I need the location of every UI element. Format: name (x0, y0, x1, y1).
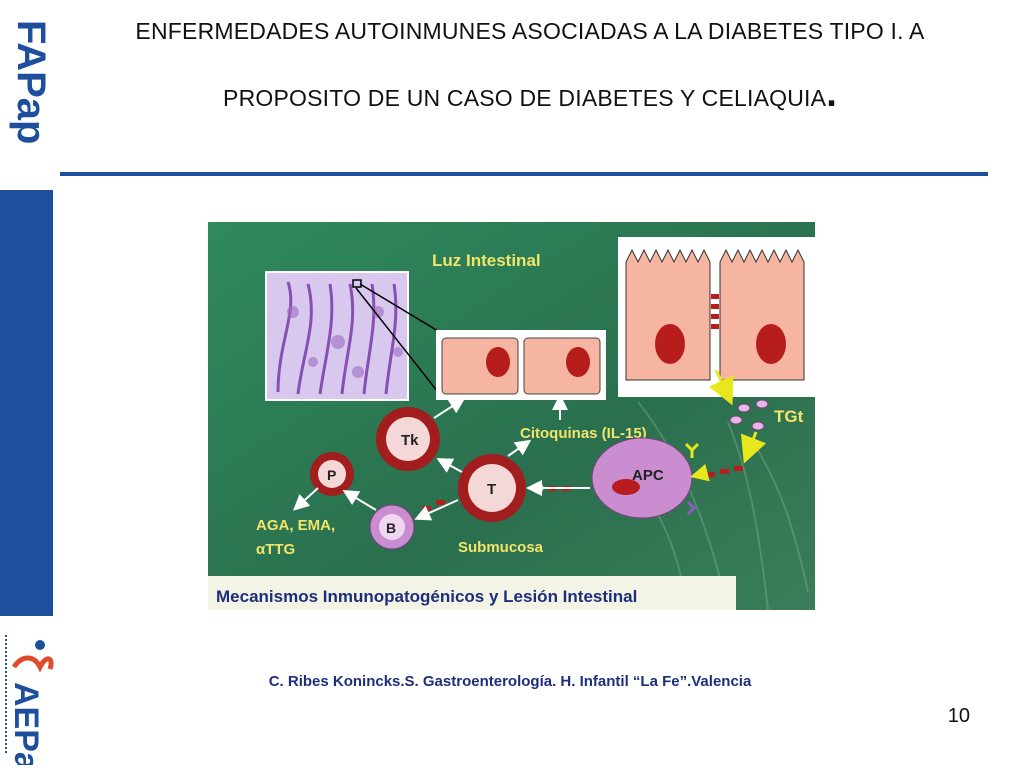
label-antibodies-1: AGA, EMA, (256, 517, 335, 534)
aepap-logo-text: AEPap (7, 682, 45, 765)
cell-tk-label: Tk (401, 432, 419, 449)
sidebar: FAPap AEPap (0, 0, 55, 768)
zoomed-epithelial-cells (436, 330, 606, 400)
zoom-line-bottom (355, 287, 439, 393)
slide-title-line-2: PROPOSITO DE UN CASO DE DIABETES Y CELIA… (70, 75, 990, 113)
sidebar-blue-band (0, 190, 53, 616)
histology-micrograph (265, 271, 409, 401)
arrow-t-to-tk (436, 458, 463, 473)
label-antibodies-2: αTTG (256, 541, 295, 558)
slide-title-line-1: ENFERMEDADES AUTOINMUNES ASOCIADAS A LA … (135, 18, 925, 44)
figure-banner: Mecanismos Inmunopatogénicos y Lesión In… (216, 587, 637, 606)
cell-apc-label: APC (632, 467, 664, 484)
peptide-chain-right (706, 466, 743, 477)
label-submucosa: Submucosa (458, 539, 544, 556)
immunopathogenesis-figure: Luz Intestinal TGt Citoquinas (IL-15) Tk (208, 222, 815, 610)
arrow-tk-to-epithelium (433, 397, 466, 419)
label-tgt: TGt (774, 407, 804, 426)
arrow-enterocyte-to-peptides (708, 369, 734, 406)
gliadin-peptides (729, 399, 769, 431)
page-number: 10 (947, 705, 970, 727)
enterocytes-large (618, 237, 815, 397)
cell-b-label: B (386, 520, 396, 536)
figure-banner-bg (208, 576, 736, 610)
label-lumen: Luz Intestinal (432, 251, 541, 270)
slide-title-dot: . (826, 73, 837, 115)
arrow-t-to-b (414, 499, 459, 521)
apc-receptor-top (684, 442, 700, 458)
cell-t-label: T (487, 481, 496, 498)
fapap-logo-text: FAPap (9, 20, 53, 144)
fapap-logo: FAPap (9, 20, 53, 144)
arrow-b-to-p (342, 489, 377, 511)
figure-caption: C. Ribes Konincks.S. Gastroenterología. … (268, 673, 752, 690)
arrow-t-to-citoquinas (507, 439, 532, 457)
arrow-p-to-antibodies (293, 487, 319, 511)
aepap-tagline (5, 635, 7, 755)
zoom-line-top (359, 283, 444, 335)
label-citoquinas: Citoquinas (IL-15) (520, 425, 647, 442)
title-divider (60, 172, 988, 176)
slide-title-line-2-text: PROPOSITO DE UN CASO DE DIABETES Y CELIA… (223, 85, 827, 111)
aepap-logo: AEPap (7, 640, 54, 765)
cell-p-label: P (327, 467, 336, 483)
arrow-tgt-to-apc (690, 463, 710, 482)
apc-receptor-bottom (686, 500, 697, 516)
arrow-peptides-to-apc (740, 431, 767, 464)
